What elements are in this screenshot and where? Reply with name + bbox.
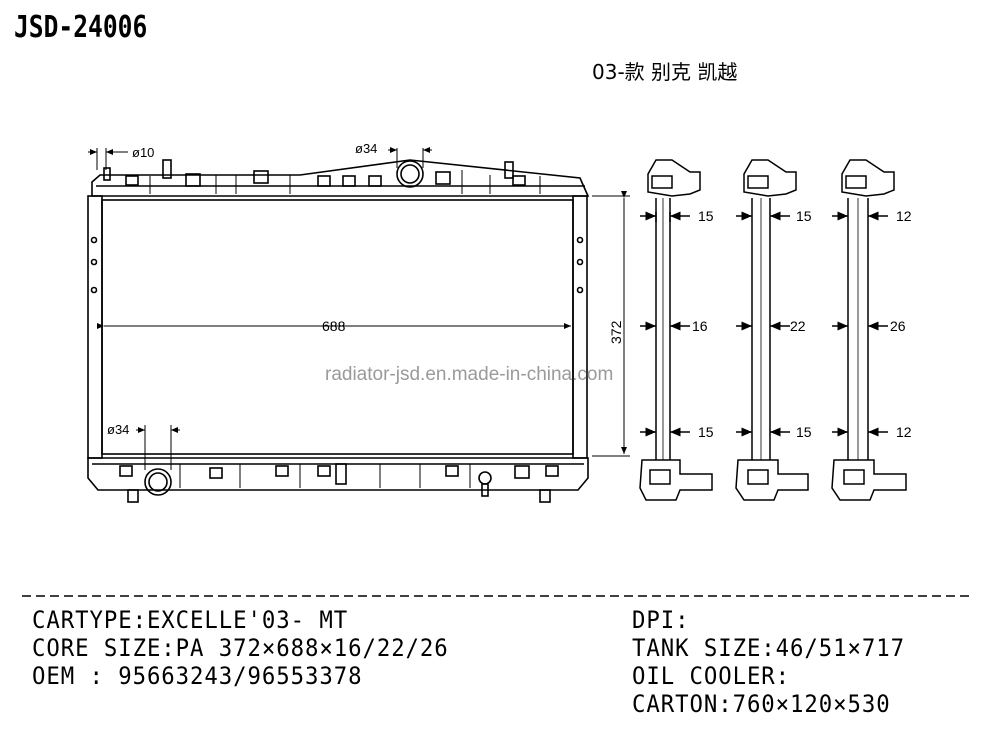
side3-bot-label: 12 bbox=[896, 424, 912, 440]
top-inlet-pipe bbox=[396, 160, 424, 188]
drain-plug bbox=[478, 471, 492, 485]
side2-top-label: 15 bbox=[796, 208, 812, 224]
side3-mid-label: 26 bbox=[890, 318, 906, 334]
spec-carton: CARTON:760×120×530 bbox=[632, 690, 891, 718]
dia-34-bottom-label: ø34 bbox=[107, 422, 129, 437]
right-side-frame bbox=[572, 195, 588, 459]
spec-cartype: CARTYPE:EXCELLE'03- MT bbox=[32, 606, 349, 634]
side1-top-label: 15 bbox=[698, 208, 714, 224]
dia-10-label: ø10 bbox=[132, 145, 154, 160]
spec-oil-cooler: OIL COOLER: bbox=[632, 662, 791, 690]
top-tank bbox=[91, 159, 590, 197]
spec-core-size: CORE SIZE:PA 372×688×16/22/26 bbox=[32, 634, 449, 662]
side-view-3 bbox=[831, 159, 907, 501]
side1-bot-label: 15 bbox=[698, 424, 714, 440]
side-view-2 bbox=[735, 159, 809, 501]
left-side-frame bbox=[87, 195, 103, 459]
side3-top-label: 12 bbox=[896, 208, 912, 224]
spec-dpi: DPI: bbox=[632, 606, 690, 634]
side1-mid-label: 16 bbox=[692, 318, 708, 334]
spec-tank-size: TANK SIZE:46/51×717 bbox=[632, 634, 905, 662]
front-view bbox=[87, 159, 590, 503]
side2-mid-label: 22 bbox=[790, 318, 806, 334]
dia-34-top-label: ø34 bbox=[355, 141, 377, 156]
car-model-title: 03-款 别克 凯越 bbox=[592, 60, 738, 84]
side2-bot-label: 15 bbox=[796, 424, 812, 440]
bottom-tank bbox=[87, 457, 589, 491]
watermark-text: radiator-jsd.en.made-in-china.com bbox=[325, 364, 614, 385]
front-dimensions bbox=[88, 147, 630, 470]
bottom-outlet-pipe bbox=[144, 468, 172, 496]
spec-oem: OEM : 95663243/96553378 bbox=[32, 662, 363, 690]
side-view-1 bbox=[639, 159, 713, 501]
height-label: 372 bbox=[608, 320, 624, 344]
part-code: JSD-24006 bbox=[14, 10, 148, 45]
width-label: 688 bbox=[322, 318, 346, 334]
